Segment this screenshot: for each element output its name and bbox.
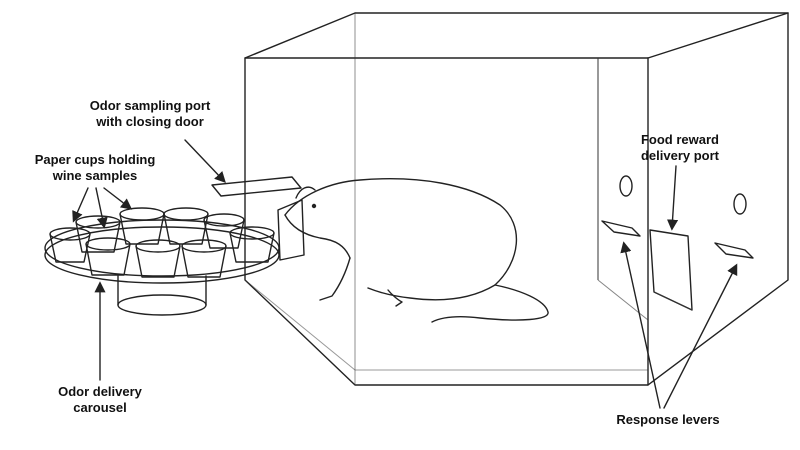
label-odor-sampling-port: Odor sampling port with closing door (89, 98, 211, 129)
label-odor-delivery-carousel: Odor delivery carousel (58, 384, 142, 415)
odor-carousel (44, 219, 280, 316)
left-lever (601, 220, 641, 237)
label-paper-cups: Paper cups holding wine samples (34, 152, 156, 183)
leader-lines (72, 139, 738, 409)
operant-chamber (244, 12, 789, 386)
food-port (649, 229, 693, 311)
label-food-reward-port: Food reward delivery port (640, 132, 720, 163)
odor-port (211, 176, 305, 261)
label-response-levers: Response levers (616, 412, 720, 427)
right-lever (714, 242, 754, 259)
paper-cups (49, 207, 275, 278)
back-wall-features (601, 175, 754, 311)
rat (284, 178, 549, 323)
